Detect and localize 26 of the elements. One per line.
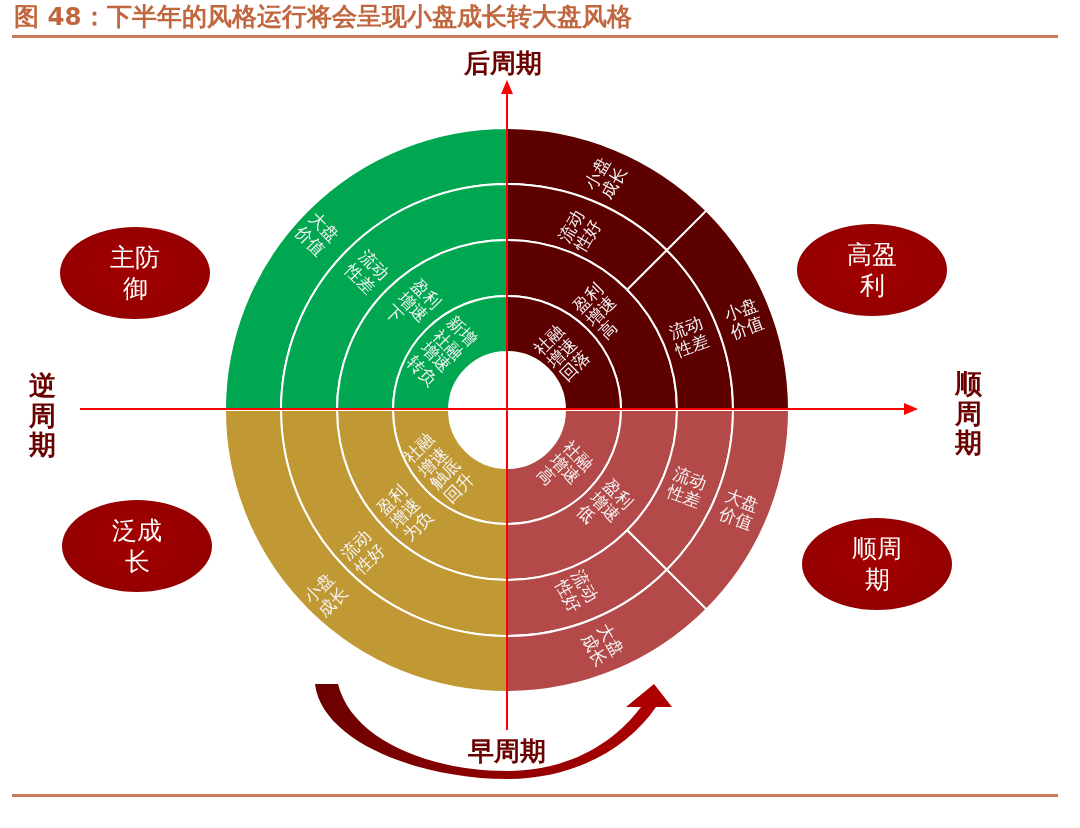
- figure-title: 图 48：下半年的风格运行将会呈现小盘成长转大盘风格: [14, 2, 632, 32]
- category-label: 顺周期: [851, 532, 903, 596]
- axis-label: 顺周期: [954, 369, 982, 459]
- axis-label: 早周期: [468, 736, 546, 766]
- ring-segment: [224, 127, 508, 411]
- segment-label: 流动性差: [664, 464, 711, 512]
- ring-segment: [280, 409, 508, 637]
- ring-segment: [665, 409, 790, 611]
- ring-segment: [506, 127, 708, 252]
- segment-label: 大盘成长: [577, 620, 629, 672]
- segment-label: 流动性差: [666, 312, 713, 360]
- ring-segment: [665, 209, 790, 411]
- category-label: 高盈利: [846, 238, 898, 302]
- category-label: 泛成长: [111, 514, 163, 578]
- axis-label: 后周期: [464, 48, 542, 78]
- ring-segment: [505, 568, 708, 693]
- segment-label: 流动性好: [554, 205, 606, 256]
- segment-label: 社融增速高: [533, 437, 599, 491]
- segment-label: 小盘成长: [580, 152, 632, 203]
- segment-label: 大盘价值: [716, 486, 763, 534]
- ring-segment: [280, 183, 508, 411]
- axis-label: 逆周期: [28, 371, 56, 461]
- segment-label: 小盘价值: [721, 294, 768, 342]
- category-label: 主防御: [109, 241, 161, 305]
- ring-segment: [224, 408, 508, 693]
- segment-label: 流动性好: [551, 566, 603, 618]
